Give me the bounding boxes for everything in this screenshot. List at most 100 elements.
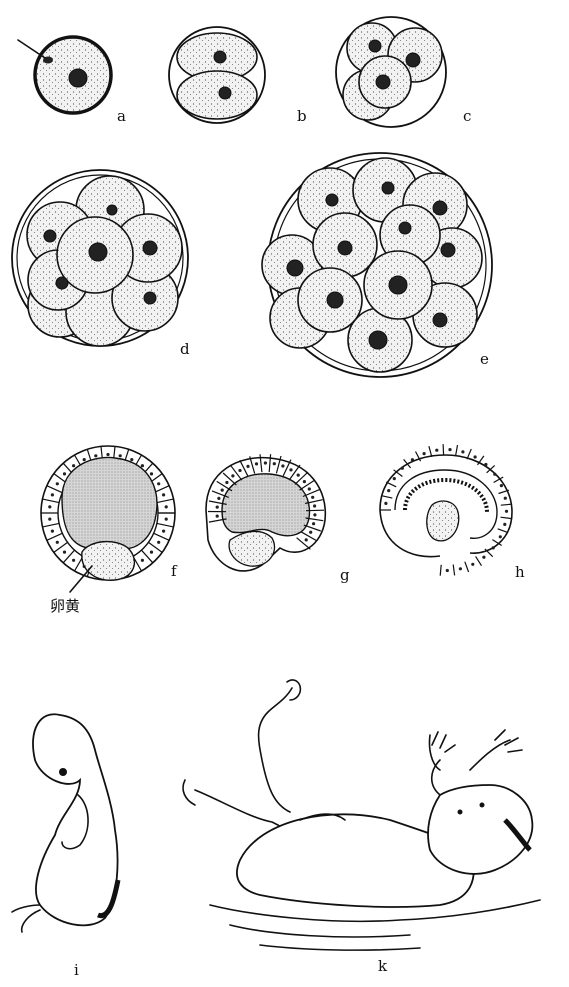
cell-nucleus (500, 484, 503, 487)
stage-h-late-gastrula (380, 444, 512, 576)
cell-nucleus (56, 541, 59, 544)
stage-a-zygote (18, 37, 111, 113)
cell-nucleus (106, 453, 109, 456)
cell-nucleus (231, 474, 234, 477)
infant-head (428, 785, 532, 874)
cell-wall (382, 496, 393, 498)
cell-nucleus (289, 468, 292, 471)
cell-nucleus (216, 515, 219, 518)
cell-nucleus (411, 458, 414, 461)
cell-nucleus (150, 551, 153, 554)
cell-nucleus (48, 518, 51, 521)
cell-nucleus (56, 482, 59, 485)
nucleus-icon (69, 69, 87, 87)
infant-foot (287, 680, 300, 700)
infant-hand-raised (429, 732, 455, 770)
label-e: e (480, 350, 489, 368)
cell-nucleus (393, 477, 396, 480)
cell-nucleus (423, 452, 426, 455)
cell-nucleus (216, 506, 219, 509)
label-g: g (340, 566, 350, 584)
cell-nucleus (312, 522, 315, 525)
label-d: d (180, 340, 190, 358)
cell-wall (453, 565, 454, 576)
cell-nucleus (461, 450, 464, 453)
stage-b-two-cell (169, 27, 265, 123)
cell-nucleus (157, 482, 160, 485)
cell-nucleus (303, 480, 306, 483)
cell-wall (465, 562, 469, 572)
label-k: k (378, 957, 387, 975)
cell-nucleus (482, 556, 485, 559)
cell-nucleus (384, 502, 387, 505)
stage-f-blastula (41, 446, 175, 592)
stage-i-fetus (12, 714, 118, 932)
cell-nucleus (83, 458, 86, 461)
cell-wall (306, 510, 324, 511)
cell-nucleus (311, 496, 314, 499)
stage-c-four-cell (336, 17, 446, 127)
cell-nucleus (255, 462, 258, 465)
cell-nucleus (435, 449, 438, 452)
cell-nucleus (401, 467, 404, 470)
cell-nucleus (130, 458, 133, 461)
cell-nucleus (273, 462, 276, 465)
cell-nucleus (313, 513, 316, 516)
cell-nucleus (499, 535, 502, 538)
cell-nucleus (484, 463, 487, 466)
cell-nucleus (474, 455, 477, 458)
stage-e-sixteen-cell (262, 153, 492, 377)
cell-nucleus (504, 497, 507, 500)
stage-d-eight-cell (12, 170, 188, 346)
cell-nucleus (48, 505, 51, 508)
cell-nucleus (51, 493, 54, 496)
cell-nucleus (162, 530, 165, 533)
cell-nucleus (309, 531, 312, 534)
cell-nucleus (165, 505, 168, 508)
cell-nucleus (448, 448, 451, 451)
cell-nucleus (221, 489, 224, 492)
cell-nucleus (505, 510, 508, 513)
label-a: a (117, 107, 126, 125)
cell-nucleus (308, 487, 311, 490)
cell-nucleus (264, 461, 267, 464)
label-i: i (74, 961, 79, 979)
cell-wall (443, 444, 444, 455)
cell-nucleus (297, 474, 300, 477)
infant-hand (183, 780, 195, 805)
cell-nucleus (141, 464, 144, 467)
cell-wall (476, 556, 482, 565)
cell-nucleus (51, 530, 54, 533)
cell-nucleus (387, 489, 390, 492)
label-b: b (297, 107, 307, 125)
cell-nucleus (503, 523, 506, 526)
leg-outline (12, 905, 40, 932)
label-f: f (171, 562, 177, 580)
cell-nucleus (141, 559, 144, 562)
cell-nucleus (217, 497, 220, 500)
cell-nucleus (471, 563, 474, 566)
cell-wall (501, 504, 512, 505)
cell-wall (440, 565, 441, 576)
infant-leg (259, 688, 292, 812)
cell-nucleus (165, 518, 168, 521)
label-c: c (463, 107, 471, 125)
cell-wall (429, 446, 432, 457)
cell-nucleus (72, 559, 75, 562)
eye-icon (59, 768, 67, 776)
cell-nucleus (305, 538, 308, 541)
cell-nucleus (119, 454, 122, 457)
cell-nucleus (492, 546, 495, 549)
stage-g-gastrula (206, 454, 325, 571)
label-h: h (515, 563, 525, 581)
cell-nucleus (281, 464, 284, 467)
cell-nucleus (246, 465, 249, 468)
cell-nucleus (72, 464, 75, 467)
cell-wall (386, 482, 396, 487)
cell-nucleus (225, 481, 228, 484)
cell-nucleus (94, 454, 97, 457)
cell-wall (456, 445, 458, 456)
sperm-tail-icon (18, 40, 45, 58)
